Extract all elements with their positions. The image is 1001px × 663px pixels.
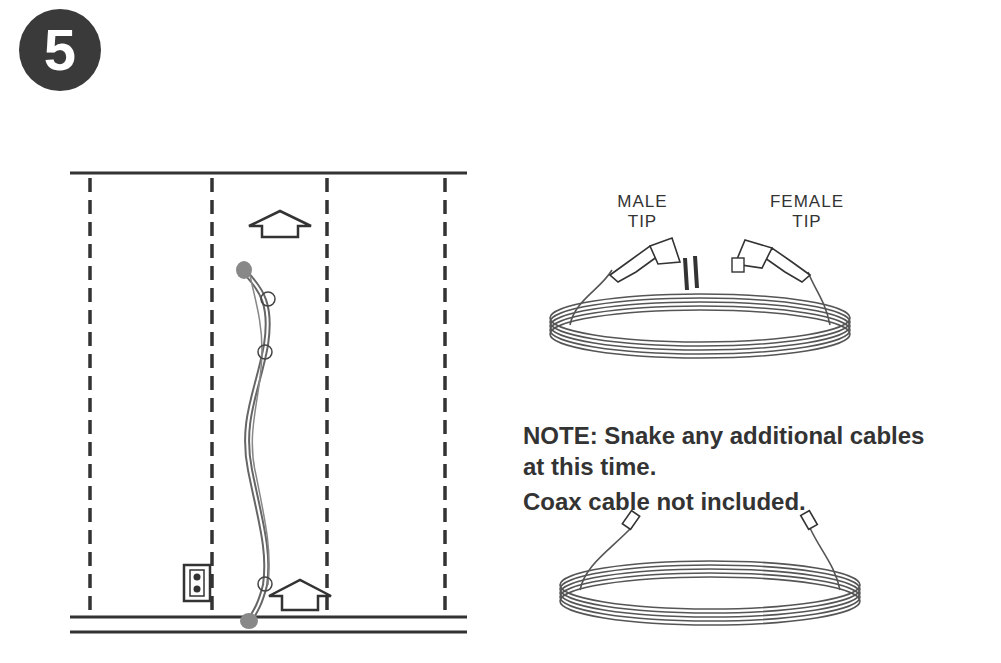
note-text: Coax cable not included.	[523, 486, 933, 517]
tip-label: FEMALE TIP	[758, 192, 856, 233]
up-arrow	[269, 580, 331, 610]
tip-label: MALE TIP	[605, 192, 680, 233]
up-arrow	[249, 211, 311, 237]
snaked-cable	[236, 261, 275, 629]
outlet	[184, 565, 210, 601]
note-text: NOTE: Snake any additional cables at thi…	[523, 420, 933, 482]
coax-cable	[560, 511, 860, 625]
power-cable	[550, 238, 850, 358]
step-number: 5	[44, 21, 76, 79]
step-circle: 5	[18, 8, 102, 92]
wall	[70, 173, 467, 632]
